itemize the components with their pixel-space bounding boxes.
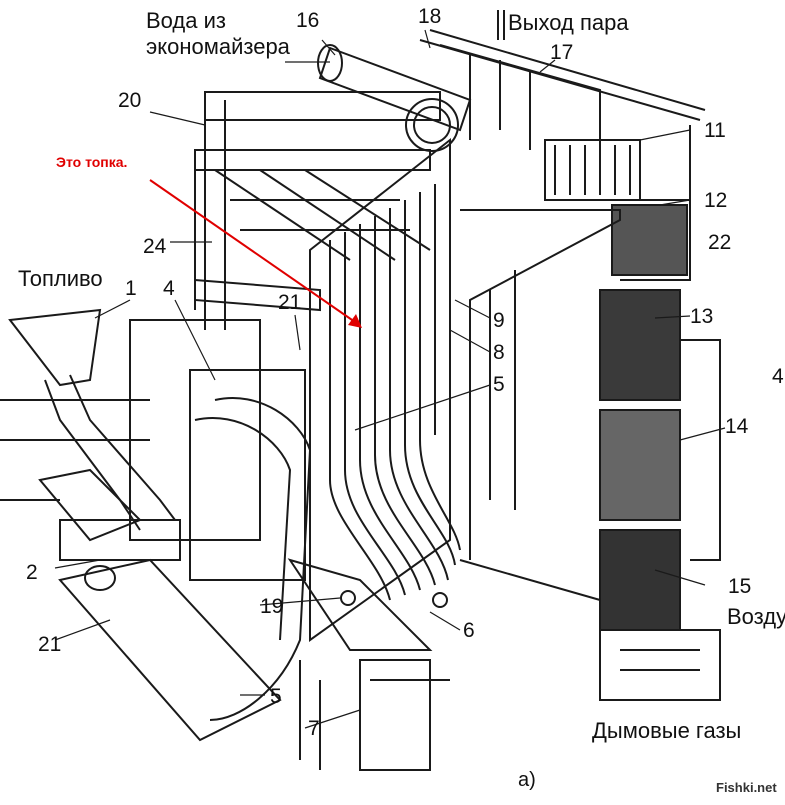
furnace-tubes [309, 137, 461, 642]
callout-4: 4 [163, 277, 175, 300]
callout-2: 2 [26, 561, 38, 584]
label-subfigure: а) [518, 769, 536, 791]
label-water-from-economizer-line2: экономайзера [146, 34, 290, 59]
superheater [419, 10, 706, 201]
label-flue-gases: Дымовые газы [592, 718, 742, 743]
callout-16: 16 [296, 9, 320, 32]
callout-7: 7 [308, 717, 320, 740]
callout-9: 9 [493, 309, 505, 332]
callout-1: 1 [125, 277, 137, 300]
label-water-from-economizer-line1: Вода из [146, 8, 226, 33]
callout-5-upper: 5 [493, 373, 505, 396]
right-frame [459, 209, 621, 601]
callout-17: 17 [550, 41, 574, 64]
callout-19: 19 [260, 595, 284, 618]
bunker [129, 319, 312, 721]
callout-8: 8 [493, 341, 505, 364]
label-air: Возду [727, 604, 785, 629]
callout-11: 11 [704, 119, 726, 142]
label-fuel: Топливо [18, 266, 103, 291]
callout-20: 20 [118, 89, 142, 112]
annotation-arrow [149, 179, 362, 328]
callout-13: 13 [690, 305, 714, 328]
callout-5-lower: 5 [270, 685, 282, 708]
convective-shaft [599, 125, 721, 701]
upper-drum [317, 44, 472, 152]
callout-15: 15 [728, 575, 752, 598]
label-steam-outlet: Выход пара [508, 10, 629, 35]
callout-22: 22 [708, 231, 732, 254]
callout-24: 24 [143, 235, 167, 258]
frame-structure [194, 91, 441, 330]
callout-edge-4: 4 [772, 365, 784, 388]
annotation-furnace: Это топка. [56, 154, 128, 170]
lower-grate [58, 558, 450, 771]
watermark: Fishki.net [716, 780, 777, 795]
callout-14: 14 [725, 415, 749, 438]
callout-21-bottom: 21 [38, 633, 62, 656]
callout-6: 6 [463, 619, 475, 642]
callout-12: 12 [704, 189, 728, 212]
fuel-hopper [0, 308, 181, 561]
callout-21-top: 21 [278, 291, 302, 314]
leader-lines [54, 29, 726, 729]
callout-18: 18 [418, 5, 442, 28]
